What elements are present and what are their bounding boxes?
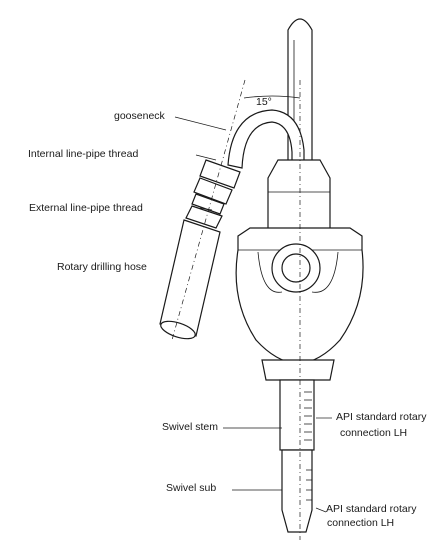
swivel-stem-shape [279, 379, 315, 451]
neck-housing [267, 159, 331, 233]
drilling-hose [159, 219, 221, 340]
label-internal-thread: Internal line-pipe thread [28, 148, 138, 160]
label-hose: Rotary drilling hose [57, 261, 147, 273]
swivel-sub-shape [281, 449, 313, 533]
centerlines [171, 79, 301, 540]
label-api-connection-1-line2: connection LH [340, 427, 407, 439]
label-api-connection-1-line1: API standard rotary [336, 411, 427, 423]
label-gooseneck: gooseneck [114, 110, 166, 122]
hose-coupling [185, 159, 241, 229]
label-swivel-sub: Swivel sub [166, 482, 216, 494]
label-swivel-stem: Swivel stem [162, 421, 218, 433]
swivel-body [235, 227, 364, 365]
lower-flange [261, 359, 335, 381]
label-external-thread: External line-pipe thread [29, 202, 143, 214]
label-api-connection-2-line2: connection LH [327, 517, 394, 529]
gooseneck-pipe [227, 109, 305, 169]
label-api-connection-2-line1: API standard rotary [326, 503, 417, 515]
leader-lines [174, 116, 332, 513]
label-angle: 15° [256, 96, 272, 108]
